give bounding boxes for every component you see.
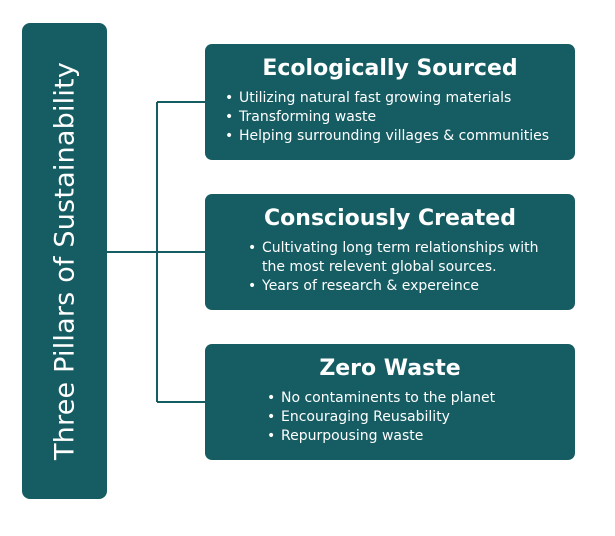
pillar-bullet-item: Helping surrounding villages & communiti…	[225, 127, 575, 146]
pillar-title: Ecologically Sourced	[262, 56, 518, 81]
pillar-node-zero-waste: Zero Waste No contaminents to the planet…	[205, 344, 575, 460]
pillar-bullet-list: Utilizing natural fast growing materials…	[225, 89, 575, 146]
pillar-bullet-list: No contaminents to the planet Encouragin…	[267, 389, 575, 446]
pillar-bullet-item: Transforming waste	[225, 108, 575, 127]
pillar-bullet-item: Encouraging Reusability	[267, 408, 575, 427]
pillar-bullet-list: Cultivating long term relationships with…	[248, 239, 548, 296]
pillar-title: Consciously Created	[264, 206, 516, 231]
pillar-bullet-item: Cultivating long term relationships with…	[248, 239, 548, 277]
pillar-node-consciously-created: Consciously Created Cultivating long ter…	[205, 194, 575, 310]
pillar-node-ecologically-sourced: Ecologically Sourced Utilizing natural f…	[205, 44, 575, 160]
root-node-label: Three Pillars of Sustainability	[49, 61, 80, 461]
pillar-bullet-item: Utilizing natural fast growing materials	[225, 89, 575, 108]
pillar-bullet-item: Years of research & expereince	[248, 277, 548, 296]
pillar-bullet-item: Repurpousing waste	[267, 427, 575, 446]
pillar-bullet-item: No contaminents to the planet	[267, 389, 575, 408]
root-node: Three Pillars of Sustainability	[22, 23, 107, 499]
pillar-title: Zero Waste	[319, 356, 461, 381]
